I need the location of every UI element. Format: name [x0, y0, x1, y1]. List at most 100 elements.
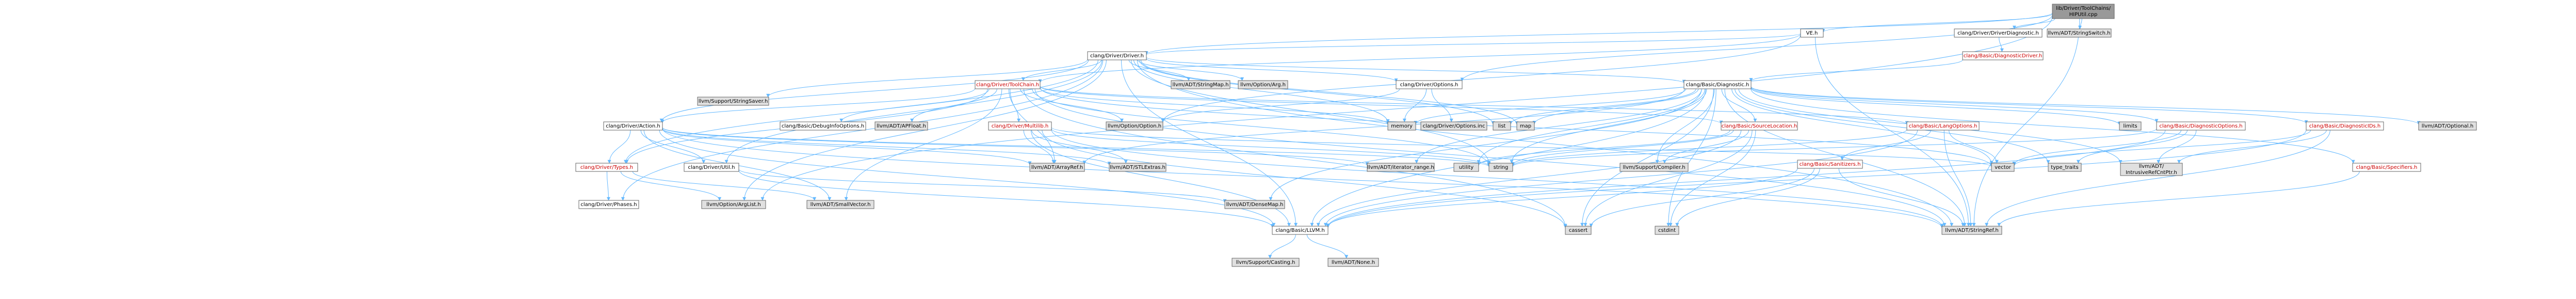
node-box [1238, 80, 1288, 89]
node-label: clang/Driver/Multilib.h [992, 123, 1048, 129]
edge-ve-to-driver [1144, 33, 1801, 55]
node-label: clang/Driver/Util.h [688, 165, 735, 170]
edge-multilib-to-cassert [1042, 130, 1567, 229]
node-driver[interactable]: clang/Driver/Driver.h [1087, 51, 1147, 60]
edge-diagids-to-intrusive [2177, 130, 2327, 164]
edge-toolchain-to-memory [1040, 88, 1390, 125]
edge-driver-to-memory [1133, 59, 1390, 123]
edge-driveroptions-to-optionoption [1161, 88, 1400, 122]
edge-action-to-stlextras [662, 128, 1111, 166]
node-debuginfo[interactable]: clang/Basic/DebugInfoOptions.h [780, 121, 866, 131]
node-box [1453, 163, 1479, 172]
node-specifiers[interactable]: clang/Basic/Specifiers.h [2352, 163, 2421, 172]
node-label: clang/Driver/Driver.h [1090, 53, 1144, 59]
edge-basicdiag-to-typetraits [1735, 88, 2050, 164]
node-densemap: llvm/ADT/DenseMap.h [1224, 200, 1285, 209]
node-stringsaver: llvm/Support/StringSaver.h [697, 97, 769, 106]
node-label: llvm/Option/ArgList.h [706, 202, 760, 208]
node-multilib[interactable]: clang/Driver/Multilib.h [988, 121, 1052, 131]
node-label: VE.h [1806, 30, 1818, 36]
node-sanitizers[interactable]: clang/Basic/Sanitizers.h [1797, 160, 1863, 169]
node-smallvector: llvm/ADT/SmallVector.h [806, 200, 874, 209]
node-langopts[interactable]: clang/Basic/LangOptions.h [1906, 121, 1980, 131]
node-label: clang/Basic/DebugInfoOptions.h [782, 123, 864, 129]
node-string: string [1488, 163, 1513, 172]
node-label: llvm/Option/Arg.h [1240, 82, 1286, 88]
edge-llvm-to-casting [1268, 234, 1296, 259]
node-box [1232, 258, 1300, 267]
edge-toolchain-to-string [1032, 88, 1491, 166]
node-box [1800, 28, 1824, 38]
node-list: list [1493, 121, 1511, 131]
node-basicdiag[interactable]: clang/Basic/Diagnostic.h [1683, 80, 1752, 89]
node-box [1272, 226, 1328, 235]
edge-toolchain-to-langopts [1040, 86, 1909, 125]
edge-multilib-to-arrayref [1023, 130, 1056, 164]
node-diagids[interactable]: clang/Basic/DiagnosticIDs.h [2306, 121, 2384, 131]
edge-langopts-to-stringref [1943, 130, 1973, 227]
node-box [1565, 226, 1592, 235]
node-basicdiagdriver[interactable]: clang/Basic/DiagnosticDriver.h [1962, 51, 2044, 60]
node-box [1619, 163, 1689, 172]
node-box [1420, 121, 1487, 131]
node-label: llvm/ADT/IntrusiveRefCntPtr.h [2126, 164, 2177, 176]
edge-multilib-to-stringref [1051, 129, 1944, 228]
node-driverutil[interactable]: clang/Driver/Util.h [684, 163, 739, 172]
edge-specifiers-to-stringref [1997, 171, 2360, 227]
node-limits: limits [2119, 121, 2142, 131]
edge-diagoptions-to-llvm [1326, 130, 2166, 228]
node-driveroptions[interactable]: clang/Driver/Options.h [1396, 80, 1463, 89]
edge-root-to-driverdiag [2012, 18, 2055, 29]
edge-root-to-driveroptions [1460, 14, 2053, 82]
node-driverdiag[interactable]: clang/Driver/DriverDiagnostic.h [1954, 28, 2043, 38]
node-label: clang/Basic/Specifiers.h [2356, 165, 2418, 170]
edge-sanitizers-to-cstdint [1675, 168, 1820, 227]
node-label: limits [2123, 123, 2137, 129]
node-box [1906, 121, 1980, 131]
node-box [780, 121, 866, 131]
edge-root-to-ve [1821, 13, 2053, 33]
edge-multilib-to-stlextras [1031, 130, 1128, 164]
node-drivertypes[interactable]: clang/Driver/Types.h [575, 163, 638, 172]
edge-ve-to-stringref [1814, 37, 1970, 227]
node-label: llvm/ADT/STLExtras.h [1110, 165, 1165, 170]
edge-multilib-to-llvm [1031, 130, 1291, 227]
node-box [603, 121, 663, 131]
edge-diagids-to-llvm [1326, 130, 2307, 228]
edge-basicdiag-to-memory [1414, 88, 1687, 125]
node-box [1962, 51, 2044, 60]
node-cassert: cassert [1565, 226, 1592, 235]
node-label: clang/Basic/LangOptions.h [1909, 123, 1978, 129]
edge-basicdiag-to-iterrange [1415, 88, 1702, 164]
node-label: lib/Driver/ToolChains/HIPUtil.cpp [2056, 6, 2111, 18]
node-label: clang/Basic/LLVM.h [1275, 228, 1324, 233]
node-action[interactable]: clang/Driver/Action.h [603, 121, 663, 131]
edge-diagids-to-vector [2012, 130, 2311, 167]
node-ve[interactable]: VE.h [1800, 28, 1824, 38]
node-box [1367, 163, 1435, 172]
edge-basicdiag-to-diagoptions [1751, 87, 2159, 123]
node-label: cstdint [1658, 228, 1676, 233]
edge-multilib-to-string [1051, 129, 1491, 167]
node-root[interactable]: lib/Driver/ToolChains/HIPUtil.cpp [2052, 4, 2115, 19]
edge-sourceloc-to-llvm [1316, 130, 1742, 227]
node-box [806, 200, 874, 209]
node-phases[interactable]: clang/Driver/Phases.h [578, 200, 639, 209]
edge-sourceloc-to-cassert [1583, 130, 1753, 227]
node-toolchain[interactable]: clang/Driver/ToolChain.h [975, 80, 1041, 89]
edge-driver-to-driveroptions [1146, 58, 1398, 82]
edge-driver-to-toolchain [1021, 59, 1102, 81]
node-casting: llvm/Support/Casting.h [1232, 258, 1300, 267]
node-box [1941, 226, 2002, 235]
node-sourceloc[interactable]: clang/Basic/SourceLocation.h [1721, 121, 1798, 131]
edge-driveroptions-to-optionsinc [1431, 88, 1453, 122]
node-memory: memory [1387, 121, 1416, 131]
node-map: map [1516, 121, 1535, 131]
node-utility: utility [1453, 163, 1479, 172]
edge-root-to-stringswitch [2078, 18, 2082, 29]
node-box [2120, 163, 2183, 176]
node-arglist: llvm/Option/ArgList.h [701, 200, 766, 209]
node-llvm[interactable]: clang/Basic/LLVM.h [1272, 226, 1328, 235]
node-diagoptions[interactable]: clang/Basic/DiagnosticOptions.h [2156, 121, 2246, 131]
